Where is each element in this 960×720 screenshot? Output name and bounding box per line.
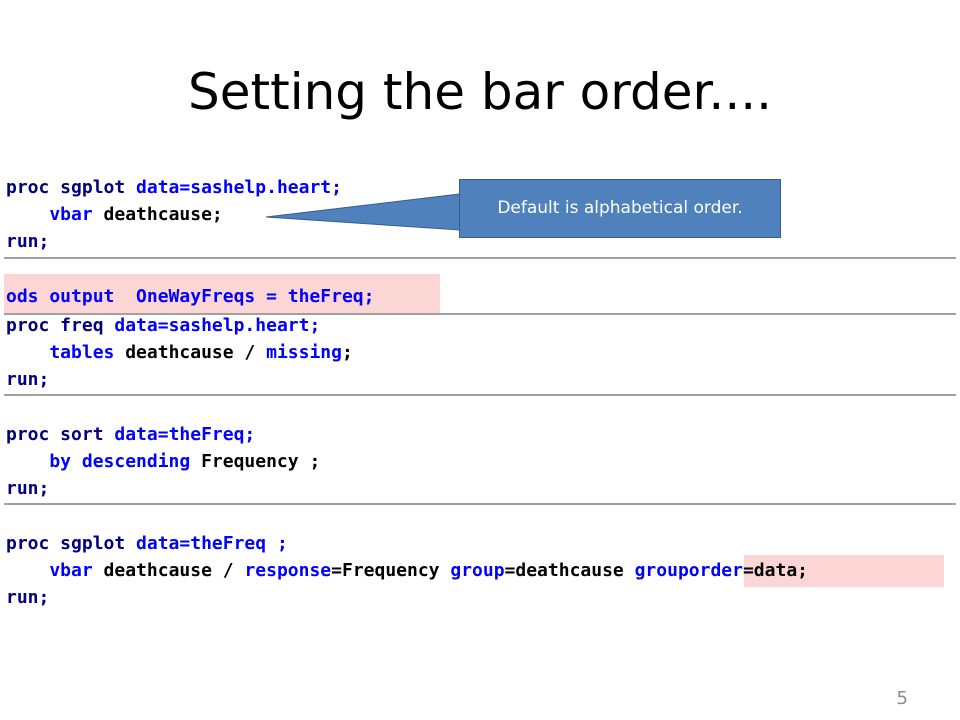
divider xyxy=(4,394,956,396)
divider xyxy=(4,503,956,505)
code-line: vbar deathcause / response=Frequency gro… xyxy=(6,560,808,581)
code-line: ods output OneWayFreqs = theFreq; xyxy=(6,286,375,307)
code-line: vbar deathcause; xyxy=(6,204,223,225)
highlight-grouporder xyxy=(744,555,944,587)
code-line: run; xyxy=(6,587,50,608)
slide-title: Setting the bar order.... xyxy=(187,63,772,121)
code-line: proc sgplot data=sashelp.heart; xyxy=(6,177,342,198)
code-line: tables deathcause / missing; xyxy=(6,342,353,363)
highlight-ods-output xyxy=(4,274,440,314)
divider xyxy=(4,257,956,259)
code-line: proc freq data=sashelp.heart; xyxy=(6,315,321,336)
code-line: proc sgplot data=theFreq ; xyxy=(6,533,288,554)
code-line: run; xyxy=(6,231,50,252)
code-line: run; xyxy=(6,369,50,390)
page-number: 5 xyxy=(896,688,908,709)
code-line: by descending Frequency ; xyxy=(6,451,321,472)
code-line: proc sort data=theFreq; xyxy=(6,424,256,445)
callout-box: Default is alphabetical order. xyxy=(459,179,781,238)
code-line: run; xyxy=(6,478,50,499)
divider xyxy=(4,313,956,315)
